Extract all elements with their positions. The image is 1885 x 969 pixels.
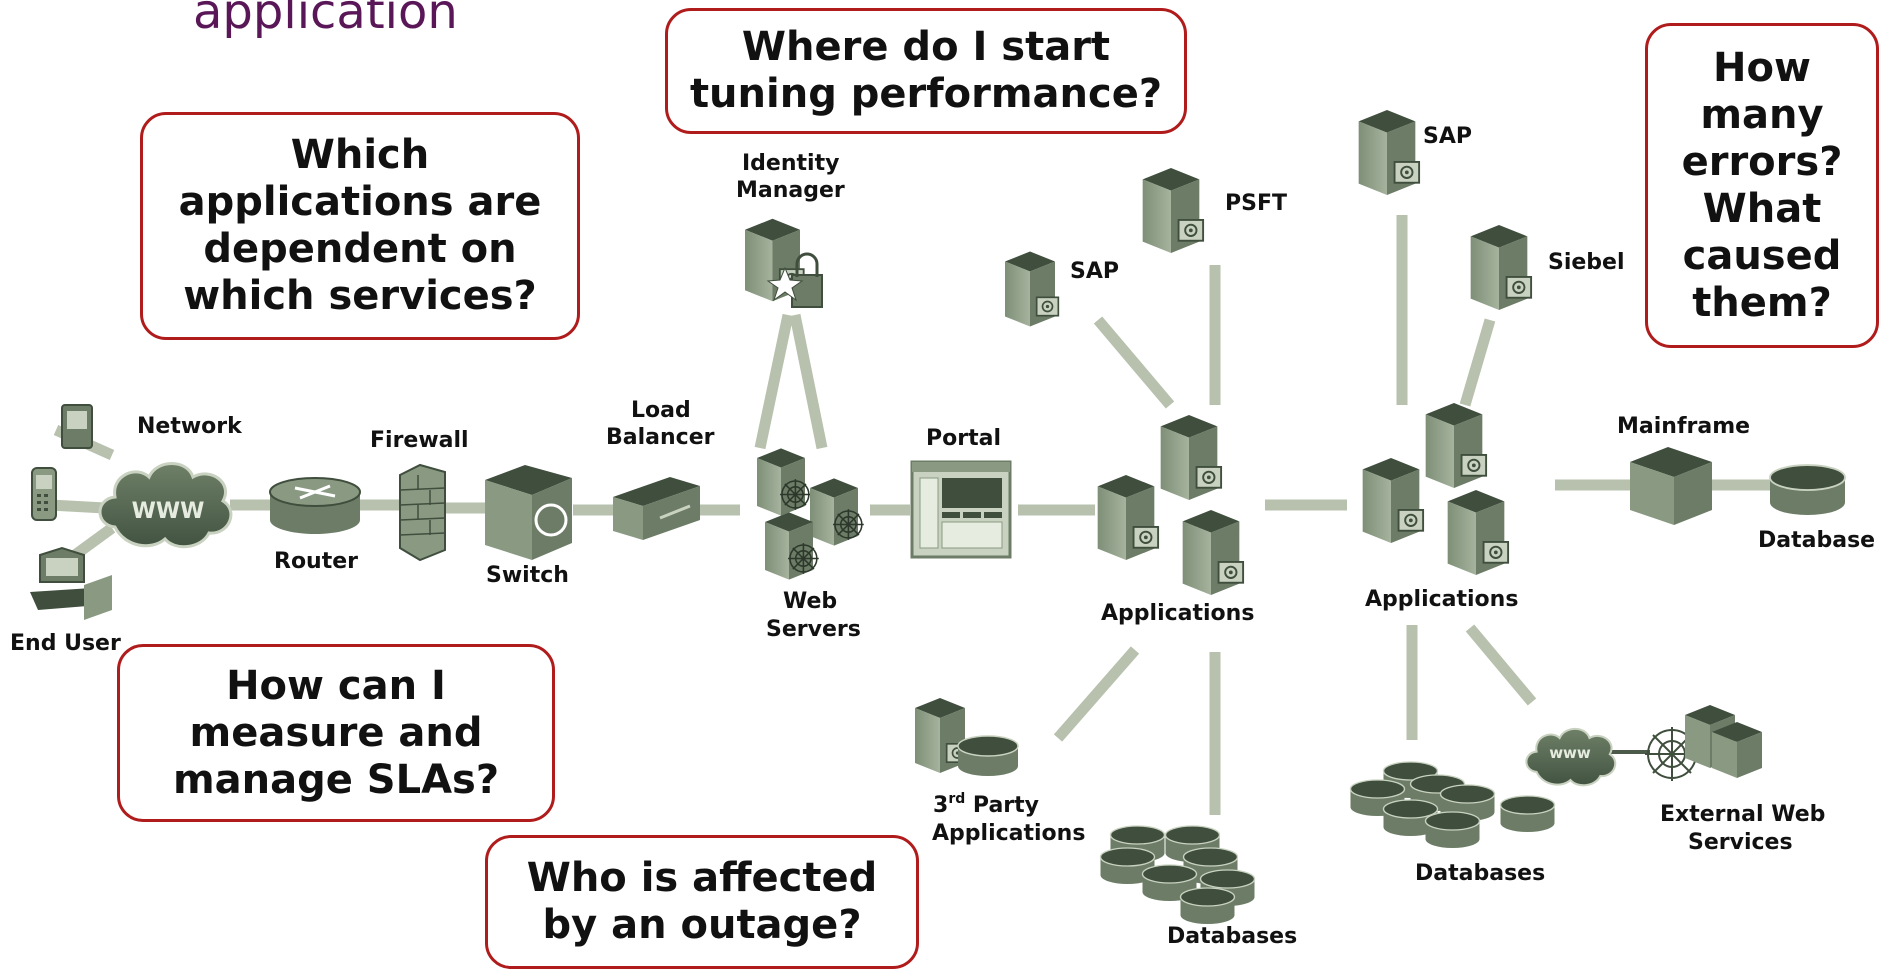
mainframe-icon xyxy=(1630,447,1712,525)
web-servers-icon xyxy=(756,447,865,581)
slide-title-fragment: application xyxy=(193,0,458,40)
databases-label-1: Databases xyxy=(1167,924,1297,949)
database-label: Database xyxy=(1758,528,1875,553)
question-box-tuning: Where do I start tuning performance? xyxy=(665,8,1187,134)
question-box-outage: Who is affected by an outage? xyxy=(485,835,919,969)
identity-manager-label-2: Manager xyxy=(736,178,845,203)
external-servers-icon xyxy=(1685,705,1762,778)
portal-label: Portal xyxy=(926,426,1001,451)
sap-server-icon-2 xyxy=(1357,109,1421,196)
mainframe-label: Mainframe xyxy=(1617,414,1750,439)
databases-cluster-1 xyxy=(1099,825,1256,925)
web-servers-label-2: Servers xyxy=(766,617,861,642)
external-www-label: www xyxy=(1549,744,1591,762)
applications-cluster-1 xyxy=(1096,414,1245,596)
phone-icon xyxy=(31,467,57,521)
web-servers-label-1: Web xyxy=(783,589,837,614)
applications-cluster-2 xyxy=(1361,402,1510,576)
sap-label-2: SAP xyxy=(1423,124,1472,149)
databases-cluster-2 xyxy=(1349,761,1556,849)
third-party-label-1: 3rd Party xyxy=(933,791,1039,818)
external-web-services-label-1: External Web xyxy=(1660,802,1825,827)
third-party-applications-icon xyxy=(914,697,1019,777)
load-balancer-label-2: Balancer xyxy=(606,425,715,450)
switch-icon xyxy=(485,465,572,560)
applications-label-2: Applications xyxy=(1365,587,1518,612)
connectors xyxy=(49,215,1770,815)
databases-label-2: Databases xyxy=(1415,861,1545,886)
question-box-dependency: Which applications are dependent on whic… xyxy=(140,112,580,340)
router-icon xyxy=(269,477,361,534)
sap-server-icon xyxy=(1004,250,1060,328)
network-label: Network xyxy=(137,414,243,439)
psft-server-icon xyxy=(1141,167,1205,254)
siebel-server-icon xyxy=(1469,224,1533,311)
siebel-label: Siebel xyxy=(1548,250,1625,275)
external-web-services-label-2: Services xyxy=(1688,830,1793,855)
www-label: WWW xyxy=(132,499,205,524)
question-box-slas: How can I measure and manage SLAs? xyxy=(117,644,555,822)
load-balancer-label-1: Load xyxy=(631,398,691,423)
identity-manager-icon xyxy=(743,217,823,308)
router-label: Router xyxy=(274,549,358,574)
load-balancer-icon xyxy=(613,477,700,540)
question-box-errors: How many errors? What caused them? xyxy=(1645,23,1879,348)
firewall-label: Firewall xyxy=(370,428,469,453)
identity-manager-label-1: Identity xyxy=(742,151,839,176)
switch-label: Switch xyxy=(486,563,569,588)
applications-label-1: Applications xyxy=(1101,601,1254,626)
psft-label: PSFT xyxy=(1225,191,1287,216)
firewall-icon xyxy=(399,463,446,562)
desktop-computer-icon xyxy=(30,546,112,620)
portal-icon xyxy=(910,460,1012,559)
pda-icon xyxy=(61,404,93,449)
sap-label-1: SAP xyxy=(1070,259,1119,284)
end-user-label: End User xyxy=(10,631,121,656)
third-party-label-2: Applications xyxy=(932,821,1085,846)
database-icon xyxy=(1768,463,1847,517)
